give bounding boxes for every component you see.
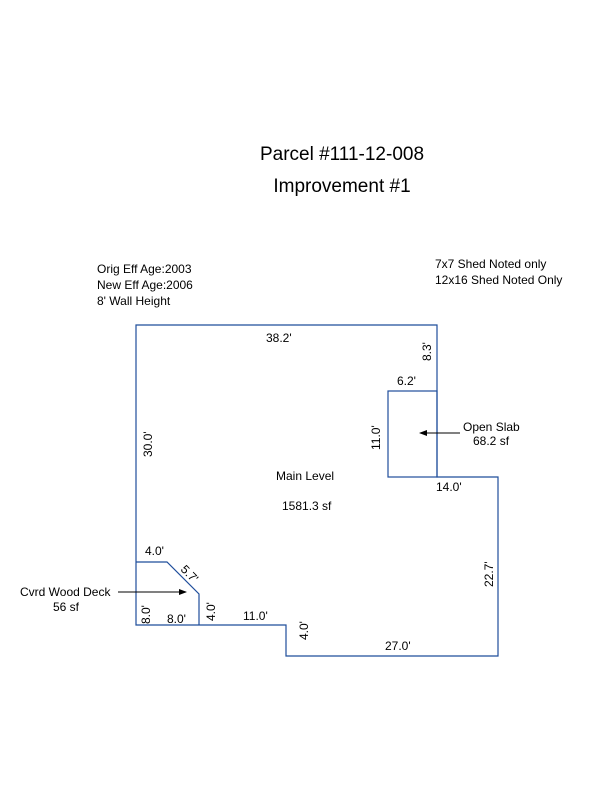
parcel-title: Parcel #111-12-008: [259, 144, 425, 165]
shed-note-1: 7x7 Shed Noted only: [435, 257, 547, 271]
deck-outline: [136, 561, 200, 625]
dim-deck-right: 4.0': [204, 602, 218, 621]
dim-deck-diag: 5.7': [178, 562, 201, 585]
dim-step-top: 14.0': [436, 480, 462, 494]
dim-deck-left: 8.0': [139, 605, 153, 624]
orig-eff-age: Orig Eff Age:2003: [97, 262, 192, 276]
deck-area: 56 sf: [53, 600, 80, 614]
dim-deck-bottom: 8.0': [167, 612, 186, 626]
wall-height: 8' Wall Height: [97, 294, 171, 308]
dim-slab-left: 11.0': [369, 425, 383, 450]
dim-right-top: 8.3': [420, 342, 434, 361]
dim-right: 22.7': [482, 561, 496, 587]
new-eff-age: New Eff Age:2006: [97, 278, 193, 292]
open-slab-label: Open Slab: [463, 420, 520, 434]
open-slab-area: 68.2 sf: [473, 434, 510, 448]
dim-bottom-right: 27.0': [385, 639, 411, 653]
shed-notes: 7x7 Shed Noted only 12x16 Shed Noted Onl…: [435, 256, 562, 288]
dim-bottom-mid: 11.0': [243, 609, 268, 623]
shed-note-2: 12x16 Shed Noted Only: [435, 273, 563, 287]
dim-left: 30.0': [141, 431, 155, 457]
main-level-label: Main Level: [276, 469, 334, 483]
main-level-outline: [135, 324, 499, 657]
dim-top: 38.2': [266, 331, 292, 345]
improvement-title: Improvement #1: [273, 176, 411, 197]
dim-deck-top: 4.0': [145, 544, 164, 558]
deck-label: Cvrd Wood Deck: [20, 585, 111, 599]
eff-age-notes: Orig Eff Age:2003 New Eff Age:2006 8' Wa…: [97, 261, 193, 309]
dim-slab-top: 6.2': [397, 374, 416, 388]
dim-step-down: 4.0': [297, 621, 311, 640]
main-level-area: 1581.3 sf: [282, 499, 332, 513]
open-slab-outline: [387, 390, 438, 478]
